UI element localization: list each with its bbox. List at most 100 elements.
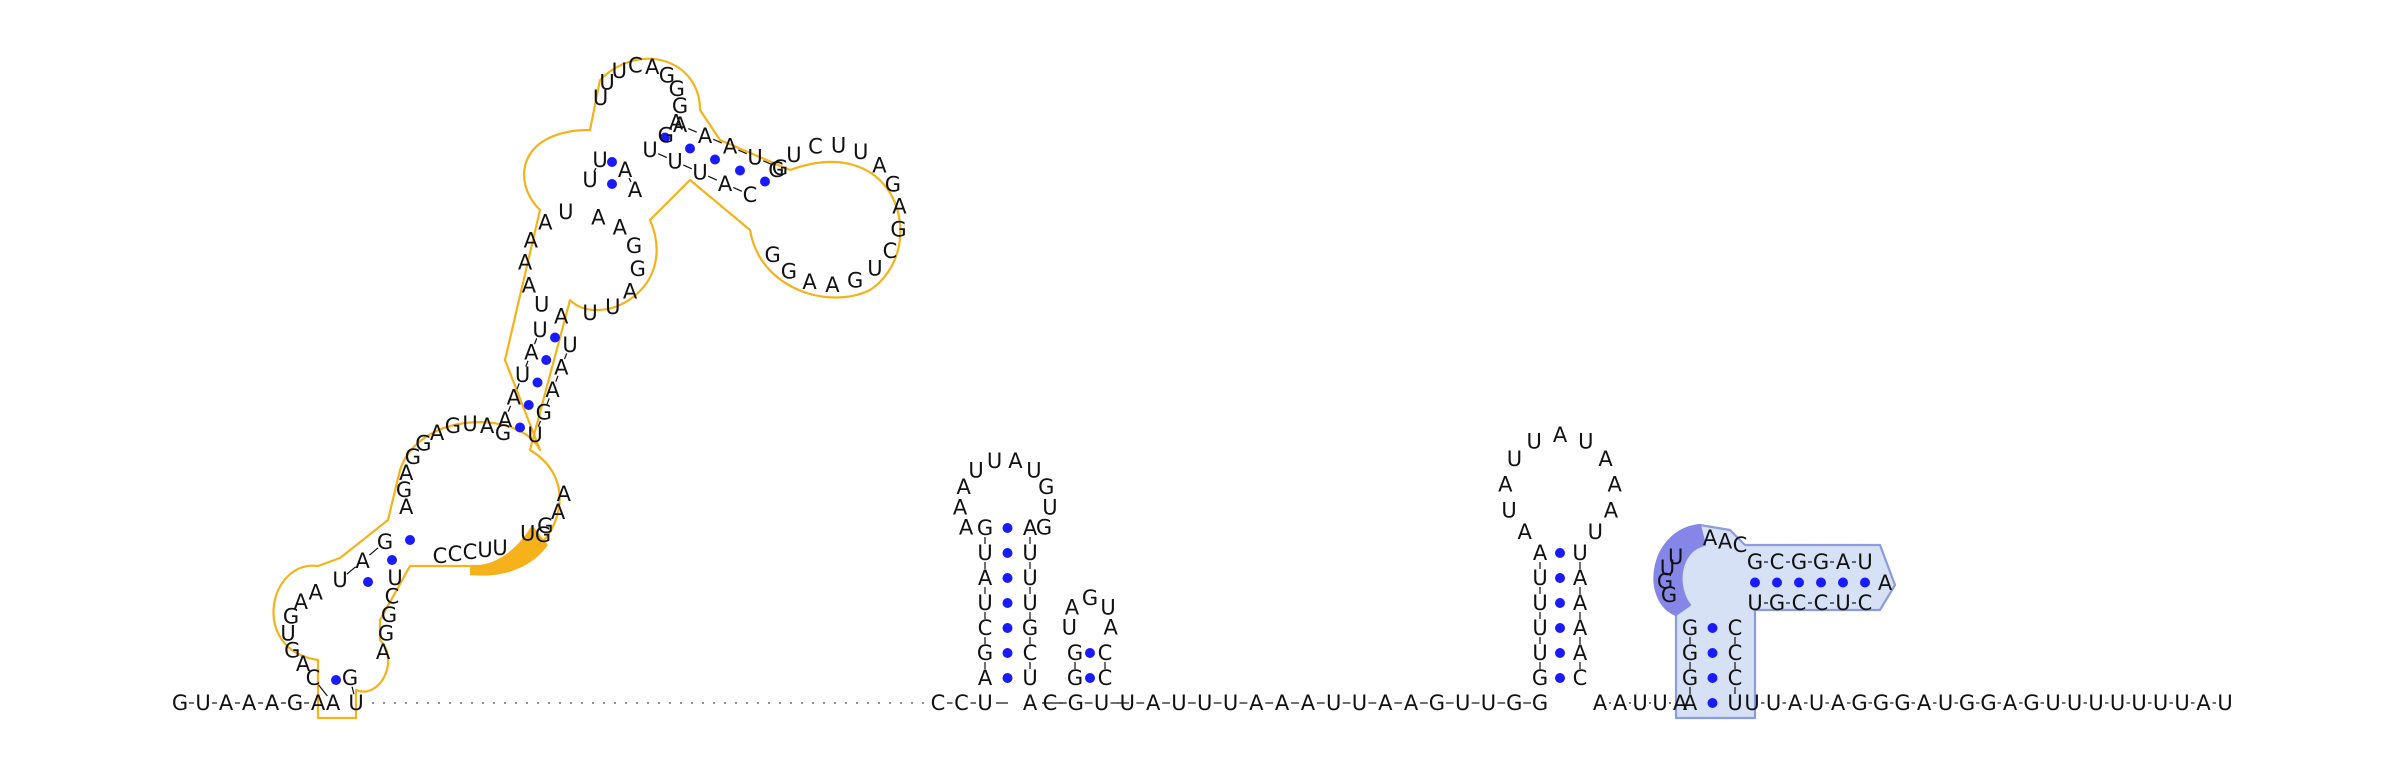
base-pair-dot [1707, 673, 1718, 683]
hairpin-loop-nucleotide: C [808, 135, 823, 159]
base-pair-dot [541, 355, 552, 365]
three-prime-nucleotide: A [1917, 691, 1932, 715]
three-prime-nucleotide: U [2174, 691, 2189, 715]
pseudoknot-nucleotide: U [1857, 550, 1872, 574]
linker-nucleotide: A [1275, 691, 1290, 715]
stem-nucleotide: A [1573, 566, 1588, 590]
helix-nucleotide: U [527, 423, 542, 447]
hairpin-loop-nucleotide: A [1008, 449, 1023, 473]
base-pair-dot [1772, 577, 1782, 588]
loop-nucleotide: A [480, 414, 495, 438]
three-prime-nucleotide: U [2088, 691, 2103, 715]
loop-nucleotide: A [591, 206, 606, 230]
base-pair-dot [685, 143, 695, 154]
helix-nucleotide: A [507, 386, 522, 410]
helix-nucleotide: U [667, 149, 682, 173]
pseudoknot-nucleotide: A [1683, 691, 1698, 715]
base-pair-dot [1816, 577, 1826, 588]
hairpin-loop-nucleotide: U [968, 459, 983, 483]
hairpin-loop-nucleotide: U [1526, 429, 1541, 453]
base-pair-dot [1555, 548, 1565, 558]
hairpin-loop-nucleotide: G [781, 260, 797, 284]
base-pair-dot [1085, 648, 1095, 658]
loop-nucleotide: G [535, 523, 551, 547]
pseudoknot-nucleotide: U [1727, 691, 1742, 715]
base-pair-dot [735, 165, 745, 176]
pseudoknot-loop-nucleotide: A [1703, 526, 1718, 550]
helix-nucleotide: U [692, 161, 707, 185]
backbone-link [546, 398, 550, 405]
helix-nucleotide: A [498, 408, 513, 432]
three-prime-nucleotide: U [2131, 691, 2146, 715]
pseudoknot-nucleotide: A [1878, 571, 1893, 595]
loop-nucleotide: A [399, 495, 414, 519]
stem-nucleotide: U [1532, 616, 1547, 640]
stem-nucleotide: C [1023, 641, 1038, 665]
stem-nucleotide: A [1533, 541, 1548, 565]
loop-nucleotide: A [554, 305, 569, 329]
loop-nucleotide: G [626, 234, 642, 258]
helix-nucleotide: U [532, 318, 547, 342]
base-pair-dot [515, 422, 525, 433]
base-pair-dot [1555, 648, 1565, 658]
stem-nucleotide: U [1022, 566, 1037, 590]
pseudoknot-nucleotide: G [1769, 591, 1785, 615]
loop-nucleotide: G [630, 257, 646, 281]
helix-nucleotide: U [515, 363, 530, 387]
backbone-link [537, 420, 542, 427]
three-prime-nucleotide: A [1788, 691, 1803, 715]
helix-nucleotide: A [545, 378, 560, 402]
loop-nucleotide: C [433, 544, 448, 568]
loop-nucleotide: A [524, 228, 539, 252]
three-prime-nucleotide: A [2196, 691, 2211, 715]
three-prime-nucleotide: U [1766, 691, 1781, 715]
hairpin-loop-nucleotide: A [1604, 499, 1619, 523]
linker-nucleotide: U [1094, 691, 1109, 715]
backbone-link [682, 164, 693, 170]
stem-nucleotide: C [1098, 641, 1113, 665]
base-pair-dot [331, 675, 341, 685]
loop-nucleotide: A [518, 251, 533, 275]
hairpin-loop-nucleotide: A [1103, 616, 1118, 640]
helix-nucleotide: C [385, 585, 400, 609]
pseudoknot-nucleotide: C [1728, 616, 1743, 640]
base-pair-dot [1794, 577, 1804, 588]
stem-nucleotide: A [978, 566, 993, 590]
linker-nucleotide: C [931, 691, 946, 715]
base-pair-dot [1555, 673, 1565, 683]
hairpin-loop-nucleotide: U [1588, 520, 1603, 544]
stem-nucleotide: G [1067, 641, 1083, 665]
linker-nucleotide: U [1455, 691, 1470, 715]
hairpin-loop-nucleotide: U [867, 257, 882, 281]
loop-nucleotide: U [477, 538, 492, 562]
loop-nucleotide: A [551, 500, 566, 524]
base-pair-dot [363, 577, 373, 587]
backbone-link [593, 167, 597, 173]
helix-nucleotide: G [378, 622, 394, 646]
hairpin-loop-nucleotide: A [1498, 472, 1513, 496]
loop-nucleotide: U [534, 292, 549, 316]
pseudoknot-nucleotide: C [1770, 550, 1785, 574]
five-prime-nucleotide: U [195, 691, 210, 715]
stem-nucleotide: C [1098, 666, 1113, 690]
linker-nucleotide: A [1404, 691, 1419, 715]
three-prime-nucleotide: U [1809, 691, 1824, 715]
backbone-link [533, 338, 538, 345]
base-pair-dot [660, 132, 670, 143]
three-prime-nucleotide: G [1980, 691, 1996, 715]
hairpin-loop-nucleotide: U [1026, 459, 1041, 483]
linker-nucleotide: U [1352, 691, 1367, 715]
base-pair-dot [1555, 573, 1565, 583]
linker-nucleotide: U [1326, 691, 1341, 715]
backbone-link [346, 566, 357, 575]
pseudoknot-nucleotide: C [1814, 591, 1829, 615]
three-prime-nucleotide: G [1959, 691, 1975, 715]
linker-nucleotide: U [1120, 691, 1135, 715]
loop-nucleotide: A [308, 581, 323, 605]
helix-nucleotide: G [377, 530, 393, 554]
linker-nucleotide: C [1043, 691, 1058, 715]
backbone-layer [189, 128, 2216, 704]
pseudoknot-nucleotide: U [1835, 591, 1850, 615]
